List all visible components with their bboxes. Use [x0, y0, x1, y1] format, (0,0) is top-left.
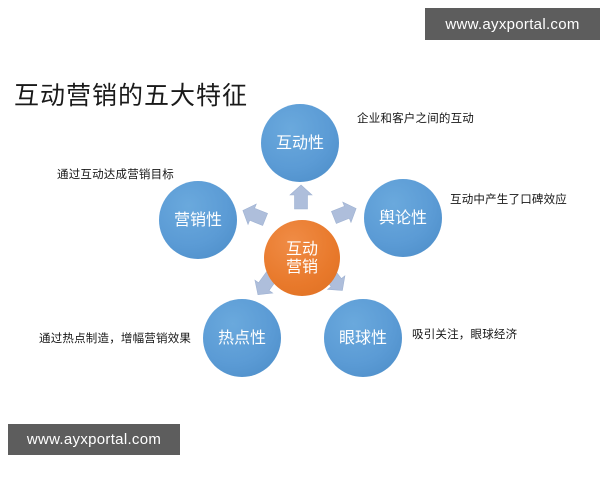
page-title: 互动营销的五大特征 [14, 81, 249, 110]
node-marketing[interactable]: 营销性 [159, 181, 237, 259]
watermark-bottom: www.ayxportal.com [8, 424, 180, 455]
caption-interactivity: 企业和客户之间的互动 [357, 111, 474, 125]
watermark-top: www.ayxportal.com [425, 8, 600, 40]
caption-public-opinion: 互动中产生了口碑效应 [450, 192, 567, 206]
node-public-opinion-label: 舆论性 [378, 208, 427, 228]
arrow-to-marketing-icon [237, 198, 271, 232]
node-interactivity-label: 互动性 [275, 133, 324, 153]
node-interactivity[interactable]: 互动性 [261, 104, 339, 182]
caption-hotspot: 通过热点制造，增幅营销效果 [39, 331, 192, 345]
caption-eyeball: 吸引关注，眼球经济 [412, 327, 518, 341]
node-eyeball[interactable]: 眼球性 [324, 299, 402, 377]
node-hotspot[interactable]: 热点性 [203, 299, 281, 377]
node-eyeball-label: 眼球性 [338, 328, 387, 348]
caption-marketing: 通过互动达成营销目标 [57, 167, 174, 181]
node-public-opinion[interactable]: 舆论性 [364, 179, 442, 257]
center-label-line1: 互动 [285, 239, 318, 259]
node-hotspot-label: 热点性 [217, 328, 266, 348]
arrow-to-public-opinion-icon [328, 196, 362, 230]
node-center-hub[interactable]: 互动 营销 [264, 220, 340, 296]
node-marketing-label: 营销性 [173, 210, 222, 230]
center-label-line2: 营销 [285, 257, 318, 276]
arrow-to-interactivity-icon [288, 184, 314, 210]
